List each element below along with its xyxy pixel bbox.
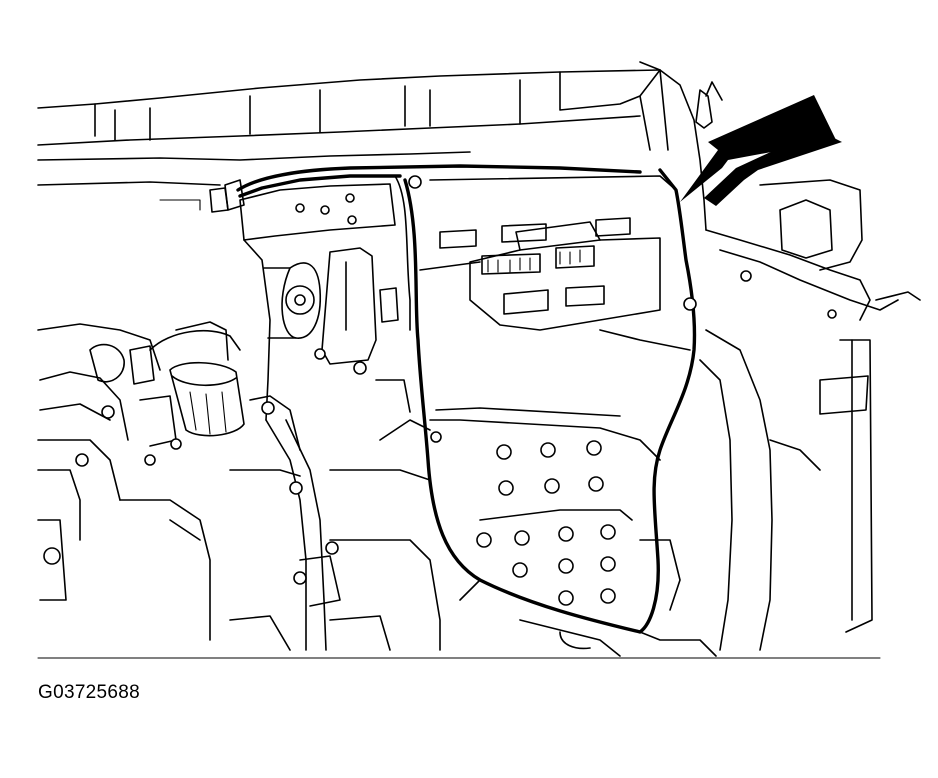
lower-crossmember [459, 539, 717, 657]
engine-compartment-diagram [37, 61, 921, 659]
shield-vent-holes [476, 440, 616, 606]
mounting-bracket [239, 175, 422, 241]
upper-cowl-panel [37, 61, 691, 211]
center-frame-rails [229, 239, 441, 651]
heat-shield [403, 168, 697, 634]
figure-code-label: G03725688 [38, 682, 141, 703]
pointer-arrow-icon [680, 95, 842, 206]
oil-filter [149, 321, 245, 437]
engine-block-left [37, 323, 211, 641]
right-fender-and-strut [689, 81, 921, 651]
alternator-assembly [263, 247, 399, 375]
shield-slots [439, 217, 631, 315]
wiring-harness-upper [209, 164, 642, 331]
